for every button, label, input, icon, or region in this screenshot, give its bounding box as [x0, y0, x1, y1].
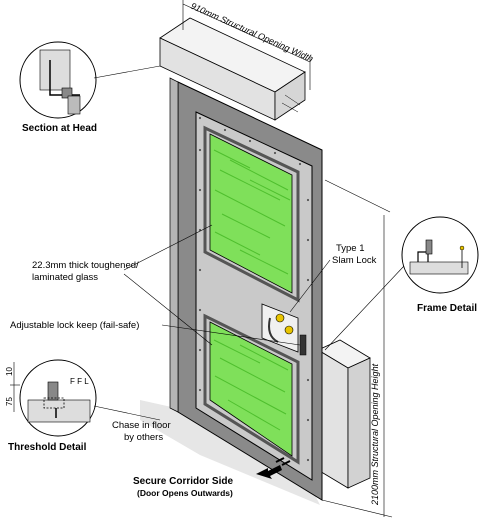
- height-dim-text: 2100mm Structural Opening Height: [370, 363, 380, 506]
- chase-line1: Chase in floor: [112, 420, 171, 431]
- dim-75-text: 75: [5, 397, 14, 406]
- dim-10-text: 10: [5, 367, 14, 376]
- chase-callout: Chase in floor by others: [112, 420, 171, 443]
- slam-lock-line2: Slam Lock: [332, 255, 377, 266]
- glass-callout: 22.3mm thick toughened/ laminated glass: [32, 224, 213, 346]
- corridor-line1: Secure Corridor Side: [133, 476, 233, 487]
- lower-glass-panel: [203, 313, 300, 465]
- wall-jamb: [317, 339, 371, 489]
- height-dimension: 2100mm Structural Opening Height: [321, 179, 393, 518]
- head-detail-label: Section at Head: [22, 123, 97, 134]
- corridor-callout: Secure Corridor Side (Door Opens Outward…: [133, 476, 233, 498]
- frame-depth: [169, 77, 179, 413]
- slam-lock-callout: Type 1 Slam Lock: [289, 243, 377, 313]
- chase-line2: by others: [124, 432, 163, 443]
- glass-label-line2: laminated glass: [32, 272, 98, 283]
- head-detail: Section at Head: [19, 41, 161, 134]
- lock-keep-label: Adjustable lock keep (fail-safe): [10, 320, 139, 331]
- upper-glass-panel: [203, 125, 300, 303]
- glass-label-line1: 22.3mm thick toughened/: [32, 260, 139, 271]
- opening-direction-arrow: [256, 457, 291, 479]
- slam-lock-plate: [261, 303, 299, 353]
- wall-head: [159, 17, 306, 121]
- frame-detail: Frame Detail: [324, 216, 479, 351]
- frame-detail-label: Frame Detail: [417, 303, 477, 314]
- leaf-bolts: [198, 116, 310, 462]
- threshold-detail-label: Threshold Detail: [8, 442, 87, 453]
- floor-strip: [140, 400, 320, 505]
- lock-keep-callout: Adjustable lock keep (fail-safe): [10, 320, 301, 346]
- corridor-line2: (Door Opens Outwards): [137, 488, 233, 498]
- lock-keep: [299, 334, 307, 356]
- threshold-detail: 10 75 F F L Threshold Detail: [5, 359, 161, 453]
- slam-lock-line1: Type 1: [336, 243, 365, 254]
- ffl-text: F F L: [70, 377, 89, 386]
